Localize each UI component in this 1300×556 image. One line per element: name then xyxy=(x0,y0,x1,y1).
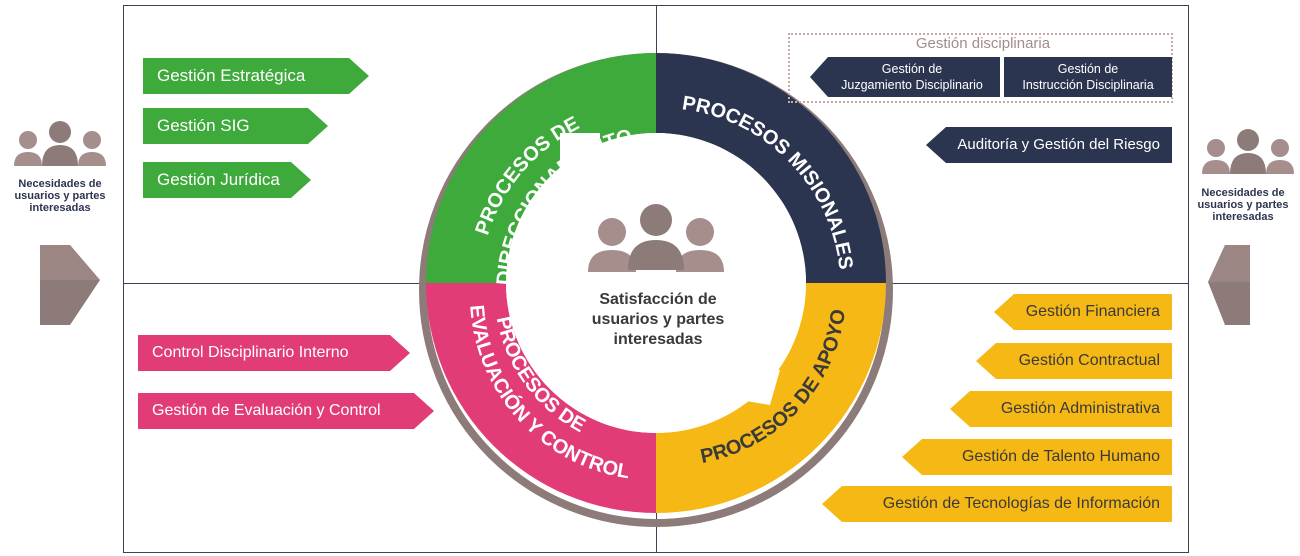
right-label-line-1: Necesidades de xyxy=(1201,187,1285,199)
center-caption: Satisfacción de usuarios y partes intere… xyxy=(568,290,748,350)
left-label-line-1: Necesidades de xyxy=(18,178,102,190)
tag-gestion-evaluacion-control: Gestión de Evaluación y Control xyxy=(138,393,434,429)
right-label-line-2: usuarios y partes xyxy=(1197,199,1289,211)
center-line-2: usuarios y partes xyxy=(591,311,725,328)
tag-juzgamiento-disciplinario: Gestión de Juzgamiento Disciplinario xyxy=(810,57,1000,97)
left-label-line-2: usuarios y partes xyxy=(14,190,106,202)
juzgamiento-line-1: Gestión de xyxy=(881,62,943,76)
left-stakeholder-label: Necesidades de usuarios y partes interes… xyxy=(0,178,120,214)
center-line-1: Satisfacción de xyxy=(599,291,717,308)
left-input-arrow-shade xyxy=(40,245,100,280)
quadrant-direccionamiento xyxy=(426,53,656,283)
gestion-disciplinaria-title: Gestión disciplinaria xyxy=(915,35,1051,52)
instruccion-line-2: Instrucción Disciplinaria xyxy=(1022,78,1154,92)
tag-gestion-administrativa: Gestión Administrativa xyxy=(950,391,1172,427)
tag-auditoria-riesgo: Auditoría y Gestión del Riesgo xyxy=(926,127,1172,163)
tag-tecnologias-informacion: Gestión de Tecnologías de Información xyxy=(822,486,1172,522)
people-left-icon xyxy=(14,121,106,166)
tag-instruccion-disciplinaria: Gestión de Instrucción Disciplinaria xyxy=(1004,57,1172,97)
right-input-arrow-shade xyxy=(1208,245,1250,282)
wheel-center xyxy=(506,133,806,433)
people-center-icon xyxy=(588,204,724,272)
right-stakeholder-label: Necesidades de usuarios y partes interes… xyxy=(1186,187,1300,223)
tag-gestion-juridica: Gestión Jurídica xyxy=(143,162,311,198)
tag-gestion-financiera: Gestión Financiera xyxy=(994,294,1172,330)
tag-gestion-contractual: Gestión Contractual xyxy=(976,343,1172,379)
left-label-line-3: interesadas xyxy=(29,202,91,214)
tag-gestion-sig: Gestión SIG xyxy=(143,108,328,144)
tag-gestion-estrategica: Gestión Estratégica xyxy=(143,58,369,94)
people-right-icon xyxy=(1202,129,1294,174)
instruccion-line-1: Gestión de xyxy=(1057,62,1119,76)
center-line-3: interesadas xyxy=(613,331,703,348)
right-label-line-3: interesadas xyxy=(1212,211,1274,223)
juzgamiento-line-2: Juzgamiento Disciplinario xyxy=(841,78,983,92)
gestion-disciplinaria-group xyxy=(788,33,1173,103)
tag-talento-humano: Gestión de Talento Humano xyxy=(902,439,1172,475)
tag-control-disciplinario: Control Disciplinario Interno xyxy=(138,335,410,371)
